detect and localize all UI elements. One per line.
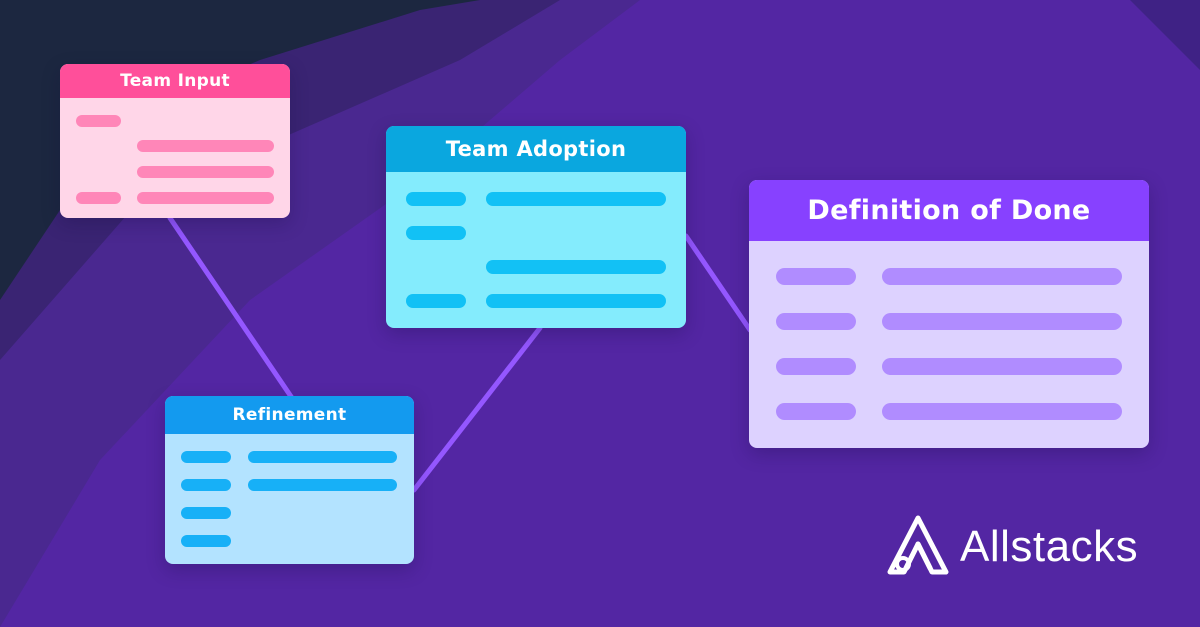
- placeholder-line: [882, 403, 1122, 420]
- placeholder-line: [776, 358, 856, 375]
- placeholder-line: [776, 313, 856, 330]
- placeholder-line: [486, 192, 666, 206]
- refinement-header: Refinement: [165, 396, 414, 434]
- placeholder-line: [181, 507, 231, 519]
- placeholder-line: [76, 115, 121, 127]
- placeholder-line: [76, 192, 121, 204]
- placeholder-line: [137, 192, 274, 204]
- placeholder-line: [776, 403, 856, 420]
- definition-of-done-card: Definition of Done: [749, 180, 1149, 448]
- brand-name: Allstacks: [960, 522, 1139, 571]
- placeholder-line: [181, 535, 231, 547]
- placeholder-line: [406, 226, 466, 240]
- team-adoption-card: Team Adoption: [386, 126, 686, 328]
- allstacks-logo-icon: [887, 515, 949, 575]
- connector-refinement-adoption: [411, 325, 543, 493]
- placeholder-line: [406, 294, 466, 308]
- placeholder-line: [137, 166, 274, 178]
- placeholder-line: [882, 358, 1122, 375]
- placeholder-line: [248, 479, 397, 491]
- connector-adoption-done: [683, 233, 753, 333]
- connector-input-refinement: [167, 215, 295, 401]
- connector-lines: [167, 215, 753, 493]
- team-adoption-header: Team Adoption: [386, 126, 686, 172]
- placeholder-line: [486, 260, 666, 274]
- placeholder-line: [181, 451, 231, 463]
- placeholder-line: [137, 140, 274, 152]
- mountain-corner: [1130, 0, 1200, 70]
- definition-of-done-header: Definition of Done: [749, 180, 1149, 241]
- team-input-card: Team Input: [60, 64, 290, 218]
- placeholder-line: [486, 294, 666, 308]
- placeholder-line: [248, 451, 397, 463]
- team-input-header: Team Input: [60, 64, 290, 98]
- placeholder-line: [882, 313, 1122, 330]
- placeholder-line: [882, 268, 1122, 285]
- placeholder-line: [406, 192, 466, 206]
- placeholder-line: [776, 268, 856, 285]
- brand-logo: Allstacks: [886, 512, 1166, 582]
- placeholder-line: [181, 479, 231, 491]
- refinement-card: Refinement: [165, 396, 414, 564]
